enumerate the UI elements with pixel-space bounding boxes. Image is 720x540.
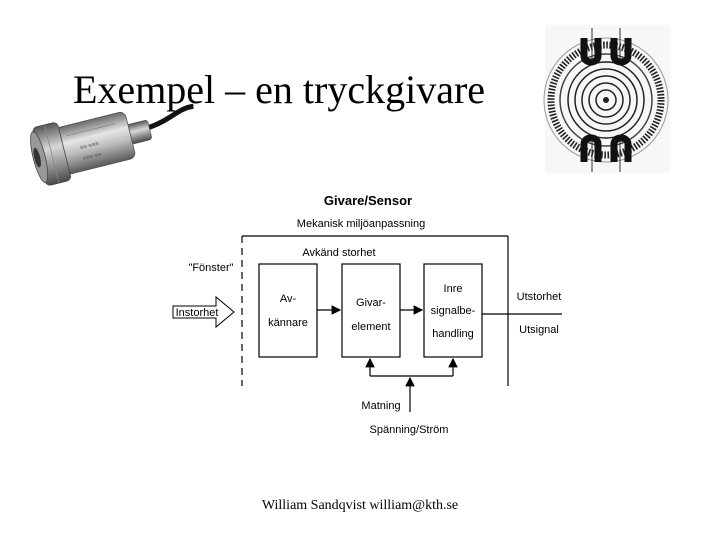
block-processing-line1: Inre xyxy=(444,283,463,295)
block-sensing-line1: Av- xyxy=(280,293,297,305)
diagram-heading: Givare/Sensor xyxy=(324,193,412,208)
block-element-line1: Givar- xyxy=(356,297,386,309)
block-sensing xyxy=(258,263,318,358)
block-processing-line3: handling xyxy=(432,328,474,340)
slide-title: Exempel – en tryckgivare xyxy=(73,67,486,112)
output-signal-label: Utsignal xyxy=(519,324,559,336)
supply-label: Matning xyxy=(361,400,400,412)
sensed-quantity-label: Avkänd storhet xyxy=(302,247,375,259)
block-element-line2: element xyxy=(351,321,390,333)
input-label: Instorhet xyxy=(176,307,219,319)
block-sensing-line2: kännare xyxy=(268,317,308,329)
input-arrow xyxy=(172,295,235,329)
block-processing xyxy=(423,263,483,358)
slide-footer: William Sandqvist william@kth.se xyxy=(261,498,459,513)
block-processing-line2: signalbe- xyxy=(431,305,476,317)
voltage-current-label: Spänning/Ström xyxy=(370,424,449,436)
block-element xyxy=(341,263,401,358)
window-label: "Fönster" xyxy=(188,262,233,274)
output-quantity-label: Utstorhet xyxy=(517,291,562,303)
protection-label: Mekanisk miljöanpassning xyxy=(297,218,425,230)
